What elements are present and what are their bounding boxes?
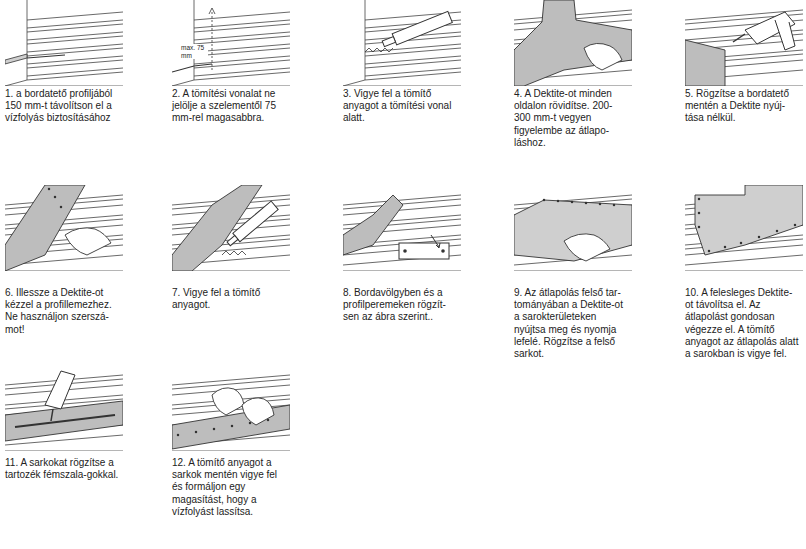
step-illustration (685, 10, 803, 86)
step-illustration (343, 195, 461, 271)
step-caption: 4. A Dektite-ot minden oldalon rövidítse… (514, 88, 628, 149)
step-caption: 5. Rögzítse a bordatető mentén a Dektite… (685, 88, 799, 125)
step-caption: 1. a bordatető profiljából 150 mm-t távo… (5, 88, 119, 125)
step-illustration (5, 371, 123, 451)
step-illustration (343, 0, 461, 86)
step-caption: 8. Bordavölgyben és a profilperemeken rö… (343, 287, 457, 324)
step-illustration (172, 185, 290, 271)
step-illustration (5, 185, 123, 271)
step-caption: 12. A tömítő anyagot a sarkok mentén vig… (172, 457, 286, 518)
step-caption: 6. Illessze a Dektite-ot kézzel a profil… (5, 287, 119, 336)
step-caption: 3. Vigye fel a tömítő anyagot a tömítési… (343, 88, 457, 125)
step-illustration (514, 195, 632, 271)
step-caption: 7. Vigye fel a tömítő anyagot. (172, 287, 286, 311)
step-illustration (514, 0, 632, 86)
step-caption: 11. A sarkokat rögzítse a tartozék fémsz… (5, 457, 119, 481)
dimension-label: max. 75 mm (180, 44, 208, 59)
step-illustration (172, 375, 290, 451)
step-caption: 10. A felesleges Dektite-ot távolítsa el… (685, 287, 799, 360)
step-illustration (685, 185, 803, 271)
step-illustration (172, 0, 290, 86)
step-caption: 2. A tömítési vonalat ne jelölje a szele… (172, 88, 286, 125)
step-illustration (5, 0, 123, 86)
step-caption: 9. Az átlapolás felső tar-tományában a D… (514, 287, 628, 360)
